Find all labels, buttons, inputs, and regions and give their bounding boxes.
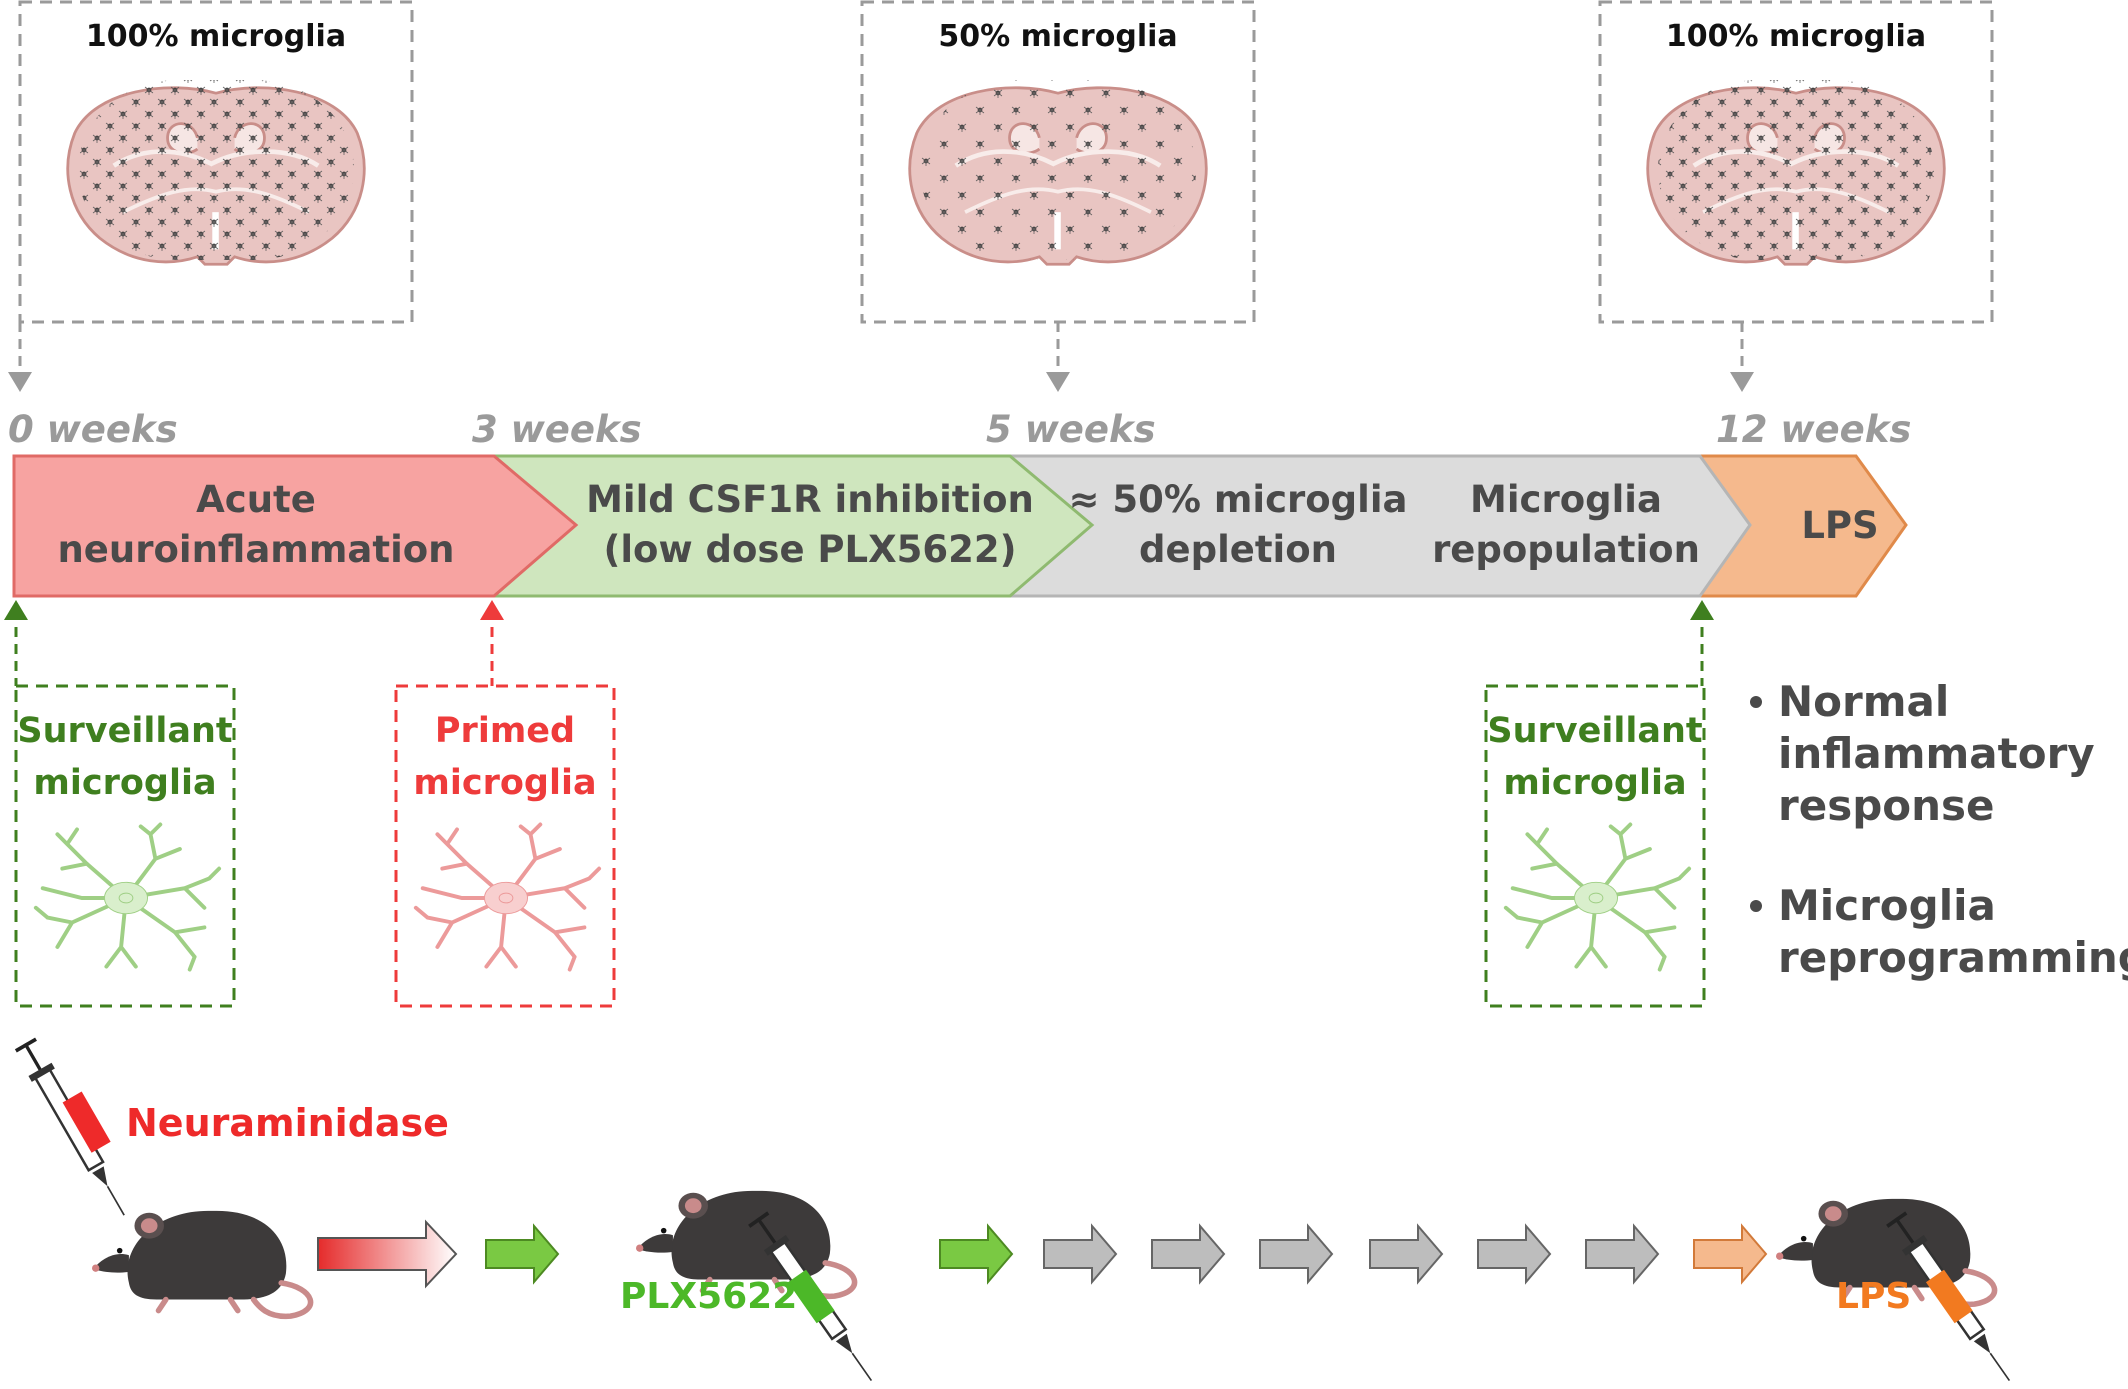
- brain-label-0: 100% microglia: [86, 19, 346, 54]
- cell-label-line1: Primed: [435, 711, 575, 751]
- stage-csf1r-line1: Mild CSF1R inhibition: [586, 478, 1034, 521]
- cell-panel-surveillant-12w: Surveillant microglia: [1484, 684, 1706, 1008]
- outcome-1-line2: inflammatory: [1778, 729, 2095, 778]
- injection-label: PLX5622: [620, 1276, 797, 1317]
- arrow-gray: [1259, 1223, 1334, 1285]
- stage-csf1r: [489, 454, 1095, 598]
- cell-label-line2: microglia: [33, 763, 216, 803]
- arrow-green: [485, 1223, 560, 1285]
- stage-depletion-line2: depletion: [1139, 528, 1337, 571]
- arrow-gray: [1585, 1223, 1660, 1285]
- progress-arrows: [317, 1219, 1768, 1289]
- injection-neuraminidase: Neuraminidase: [13, 1037, 449, 1222]
- timeline-bar: [12, 454, 1908, 598]
- injection-lps: LPS: [1776, 1199, 2020, 1388]
- cell-panel-surveillant-0w: Surveillant microglia: [14, 684, 236, 1008]
- microglia-cell-icon: [1506, 825, 1689, 970]
- cell-connector-arrowheads: [4, 600, 1714, 620]
- week-label-5: 5 weeks: [986, 408, 1156, 451]
- cell-label-line1: Surveillant: [17, 711, 232, 751]
- injection-label: Neuraminidase: [126, 1101, 449, 1145]
- stage-depletion-repopulation: [1007, 454, 1752, 598]
- brain-label-2: 100% microglia: [1666, 19, 1926, 54]
- injection-label: LPS: [1836, 1276, 1911, 1317]
- outcome-list: Normal inflammatory response Microglia r…: [1750, 677, 2128, 982]
- arrow-green: [939, 1223, 1014, 1285]
- stage-labels: Acute neuroinflammation Mild CSF1R inhib…: [57, 478, 1878, 571]
- stage-acute: [12, 454, 579, 598]
- outcome-2-line2: reprogramming: [1778, 933, 2128, 982]
- outcome-1-line3: response: [1778, 781, 1995, 830]
- brain-connectors: [18, 322, 1744, 376]
- stage-csf1r-line2: (low dose PLX5622): [603, 528, 1016, 571]
- brain-label-1: 50% microglia: [938, 19, 1177, 54]
- week-label-0: 0 weeks: [8, 408, 178, 451]
- outcome-1-line1: Normal: [1778, 677, 1949, 726]
- stage-repopulation-line2: repopulation: [1432, 528, 1700, 571]
- stage-acute-line1: Acute: [196, 478, 316, 521]
- arrow-red: [317, 1219, 458, 1289]
- stage-depletion-line1: ≈ 50% microglia: [1069, 478, 1408, 521]
- mouse-icon: [92, 1211, 311, 1317]
- injection-plx5622: PLX5622: [620, 1191, 882, 1388]
- cell-label-line1: Surveillant: [1487, 711, 1702, 751]
- arrow-gray: [1369, 1223, 1444, 1285]
- bullet-dot: [1750, 900, 1762, 912]
- brain-panel-0w: 100% microglia: [18, 0, 414, 324]
- cell-label-line2: microglia: [413, 763, 596, 803]
- outcome-2-line1: Microglia: [1778, 881, 1996, 930]
- week-label-3: 3 weeks: [472, 408, 642, 451]
- cell-connectors: [14, 610, 1704, 686]
- connector-arrowheads: [8, 372, 1754, 392]
- stage-lps-label: LPS: [1801, 504, 1878, 547]
- brain-panel-5w: 50% microglia: [860, 0, 1256, 324]
- cell-panel-primed-3w: Primed microglia: [394, 684, 616, 1008]
- arrow-gray: [1151, 1223, 1226, 1285]
- arrow-orange: [1693, 1223, 1768, 1285]
- brain-panel-12w: 100% microglia: [1598, 0, 1994, 324]
- microglia-cell-icon: [416, 825, 599, 970]
- bullet-dot: [1750, 696, 1762, 708]
- week-label-12: 12 weeks: [1716, 408, 1911, 451]
- stage-acute-line2: neuroinflammation: [57, 528, 454, 571]
- microglia-cell-icon: [36, 825, 219, 970]
- arrow-gray: [1043, 1223, 1118, 1285]
- syringe-icon: [13, 1037, 135, 1222]
- cell-label-line2: microglia: [1503, 763, 1686, 803]
- arrow-gray: [1477, 1223, 1552, 1285]
- stage-repopulation-line1: Microglia: [1470, 478, 1662, 521]
